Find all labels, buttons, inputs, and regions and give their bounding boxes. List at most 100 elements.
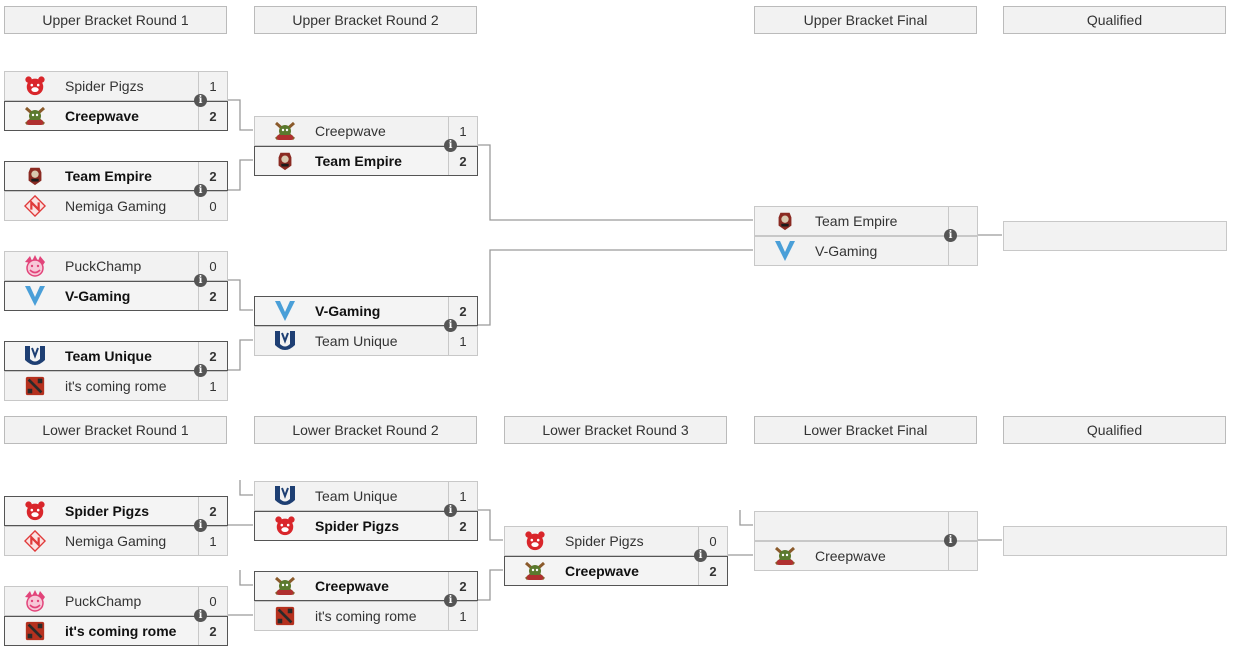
team-name: it's coming rome — [315, 608, 417, 624]
team-score: 2 — [448, 512, 477, 540]
match-lb2-2-team-1[interactable]: Creepwave 2 — [254, 571, 478, 601]
team-score: 2 — [198, 617, 227, 645]
match-lb3-team-2[interactable]: Creepwave 2 — [504, 556, 728, 586]
team-score: 1 — [198, 372, 227, 400]
team-name: Team Unique — [315, 488, 398, 504]
lower-qualified-slot — [1003, 526, 1227, 556]
match-info-icon[interactable]: i — [194, 519, 207, 532]
match-info-icon[interactable]: i — [194, 184, 207, 197]
team-name: Creepwave — [815, 548, 886, 564]
match-lb1-2-team-2[interactable]: it's coming rome 2 — [4, 616, 228, 646]
match-ub1-3-team-1[interactable]: PuckChamp 0 — [4, 251, 228, 281]
header-lower-final: Lower Bracket Final — [754, 416, 977, 444]
team-name: Spider Pigzs — [565, 533, 644, 549]
team-score: 2 — [198, 282, 227, 310]
match-info-icon[interactable]: i — [194, 364, 207, 377]
match-info-icon[interactable]: i — [444, 594, 457, 607]
team-name: Creepwave — [315, 578, 389, 594]
creepwave-logo-icon — [755, 542, 815, 570]
header-lower-qualified: Qualified — [1003, 416, 1226, 444]
team-name: V-Gaming — [815, 243, 878, 259]
match-lb2-2-team-2[interactable]: it's coming rome 1 — [254, 601, 478, 631]
header-lower-round-2: Lower Bracket Round 2 — [254, 416, 477, 444]
match-ub1-2-team-1[interactable]: Team Empire 2 — [4, 161, 228, 191]
team-empire-logo-icon — [5, 162, 65, 190]
team-score — [948, 542, 977, 570]
match-info-icon[interactable]: i — [444, 319, 457, 332]
team-name: Spider Pigzs — [65, 503, 150, 519]
v-gaming-logo-icon — [5, 282, 65, 310]
team-name: Nemiga Gaming — [65, 533, 167, 549]
match-lbf-team-1[interactable] — [754, 511, 978, 541]
spider-pigzs-logo-icon — [5, 72, 65, 100]
team-score: 2 — [698, 557, 727, 585]
match-lb1-1-team-1[interactable]: Spider Pigzs 2 — [4, 496, 228, 526]
team-name: Spider Pigzs — [315, 518, 400, 534]
match-ub1-2-team-2[interactable]: Nemiga Gaming 0 — [4, 191, 228, 221]
match-ub2-2-team-2[interactable]: Team Unique 1 — [254, 326, 478, 356]
team-name: Creepwave — [315, 123, 386, 139]
team-name: Team Empire — [65, 168, 152, 184]
match-info-icon[interactable]: i — [944, 534, 957, 547]
team-name: PuckChamp — [65, 593, 142, 609]
creepwave-logo-icon — [255, 117, 315, 145]
team-score: 2 — [198, 102, 227, 130]
team-empire-logo-icon — [255, 147, 315, 175]
match-lb1-1-team-2[interactable]: Nemiga Gaming 1 — [4, 526, 228, 556]
header-upper-round-1: Upper Bracket Round 1 — [4, 6, 227, 34]
match-ub1-4-team-2[interactable]: it's coming rome 1 — [4, 371, 228, 401]
puckchamp-logo-icon — [5, 587, 65, 615]
creepwave-logo-icon — [5, 102, 65, 130]
match-info-icon[interactable]: i — [444, 139, 457, 152]
match-ub2-2-team-1[interactable]: V-Gaming 2 — [254, 296, 478, 326]
header-lower-round-3: Lower Bracket Round 3 — [504, 416, 727, 444]
creepwave-logo-icon — [255, 572, 315, 600]
match-ubf-team-1[interactable]: Team Empire — [754, 206, 978, 236]
nemiga-logo-icon — [5, 527, 65, 555]
match-ubf-team-2[interactable]: V-Gaming — [754, 236, 978, 266]
header-upper-qualified: Qualified — [1003, 6, 1226, 34]
match-lb3-team-1[interactable]: Spider Pigzs 0 — [504, 526, 728, 556]
match-ub1-1-team-2[interactable]: Creepwave 2 — [4, 101, 228, 131]
header-upper-round-2: Upper Bracket Round 2 — [254, 6, 477, 34]
match-info-icon[interactable]: i — [694, 549, 707, 562]
match-info-icon[interactable]: i — [194, 274, 207, 287]
team-name: Nemiga Gaming — [65, 198, 167, 214]
team-score — [948, 237, 977, 265]
team-name: PuckChamp — [65, 258, 142, 274]
match-lbf-team-2[interactable]: Creepwave — [754, 541, 978, 571]
team-score: 1 — [448, 602, 477, 630]
spider-pigzs-logo-icon — [505, 527, 565, 555]
v-gaming-logo-icon — [255, 297, 315, 325]
header-upper-final: Upper Bracket Final — [754, 6, 977, 34]
match-lb2-1-team-2[interactable]: Spider Pigzs 2 — [254, 511, 478, 541]
match-info-icon[interactable]: i — [194, 609, 207, 622]
team-name: V-Gaming — [65, 288, 131, 304]
team-name: Team Unique — [65, 348, 152, 364]
match-ub2-1-team-2[interactable]: Team Empire 2 — [254, 146, 478, 176]
team-score: 0 — [198, 587, 227, 615]
upper-qualified-slot — [1003, 221, 1227, 251]
match-lb1-2-team-1[interactable]: PuckChamp 0 — [4, 586, 228, 616]
match-ub2-1-team-1[interactable]: Creepwave 1 — [254, 116, 478, 146]
header-lower-round-1: Lower Bracket Round 1 — [4, 416, 227, 444]
team-score: 1 — [448, 327, 477, 355]
team-name: Team Empire — [315, 153, 402, 169]
match-ub1-4-team-1[interactable]: Team Unique 2 — [4, 341, 228, 371]
team-name: V-Gaming — [315, 303, 381, 319]
empty-logo — [755, 512, 815, 540]
team-name: it's coming rome — [65, 623, 177, 639]
spider-pigzs-logo-icon — [5, 497, 65, 525]
team-unique-logo-icon — [255, 482, 315, 510]
team-score: 2 — [448, 297, 477, 325]
match-info-icon[interactable]: i — [444, 504, 457, 517]
team-unique-logo-icon — [255, 327, 315, 355]
match-ub1-3-team-2[interactable]: V-Gaming 2 — [4, 281, 228, 311]
team-name: Creepwave — [565, 563, 639, 579]
match-info-icon[interactable]: i — [194, 94, 207, 107]
team-unique-logo-icon — [5, 342, 65, 370]
team-name: Spider Pigzs — [65, 78, 144, 94]
match-info-icon[interactable]: i — [944, 229, 957, 242]
team-name: Creepwave — [65, 108, 139, 124]
